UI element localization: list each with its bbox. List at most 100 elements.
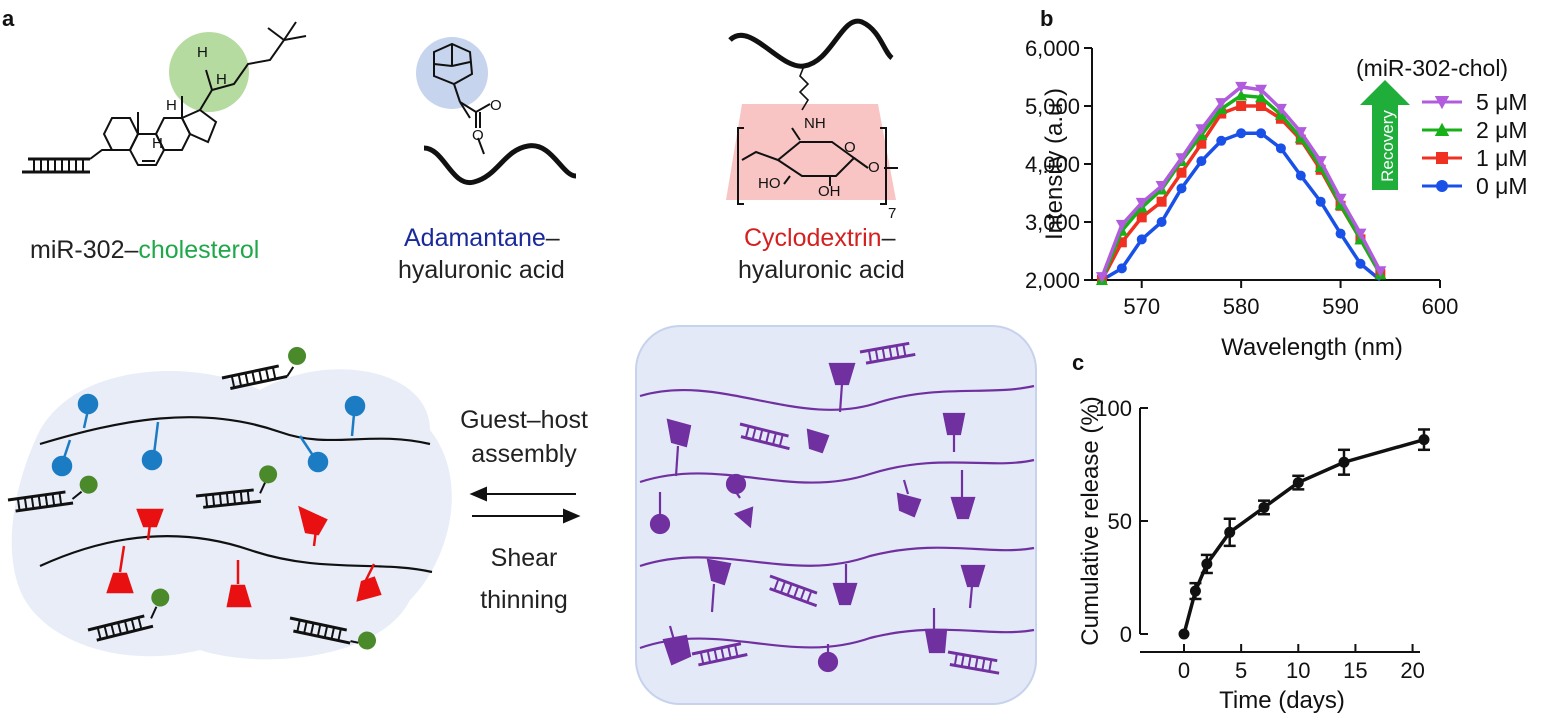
ha-chain-icon-2: [728, 18, 894, 69]
chart-b-point: [1256, 101, 1267, 111]
chart-c-ylabel: Cumulative release (%): [1077, 396, 1104, 645]
chart-c-xtick-label: 10: [1286, 658, 1310, 683]
chart-b-point: [1135, 197, 1148, 209]
mirna-duplex-icon: [859, 341, 916, 365]
chart-b-series-line: [1100, 85, 1382, 278]
chart-b-point: [1355, 258, 1366, 269]
chart-b-point: [1156, 217, 1167, 227]
chart-b-annotation: Recovery: [1378, 110, 1397, 182]
chart-b-point: [1156, 196, 1167, 207]
chart-b-point: [1334, 193, 1347, 205]
chem-h-2: H: [216, 71, 227, 88]
chem-h-3: H: [166, 97, 177, 114]
chart-b-point: [1215, 98, 1228, 110]
chart-b-xtick-label: 590: [1322, 294, 1359, 319]
cyclodextrin-structure: [726, 18, 898, 205]
panel-letter-a: a: [2, 6, 15, 31]
chem-ho: HO: [758, 175, 781, 192]
chart-b-ytick-label: 6,000: [1025, 36, 1080, 61]
chart-b-point: [1335, 228, 1346, 239]
gel-chain: [639, 628, 1035, 650]
free-components-scene: [7, 346, 452, 660]
chart-c-xtick-label: 5: [1235, 658, 1247, 683]
mirna-duplex-icon: [769, 574, 818, 608]
chart-b-ytick-label: 4,000: [1025, 152, 1080, 177]
free-mirna-group: [7, 346, 377, 650]
cyclodextrin-label-line1: Cyclodextrin–: [744, 224, 896, 252]
mirna-duplex-icon: [221, 346, 307, 390]
chart-b-point: [1116, 263, 1127, 274]
panel-letter-b: b: [1040, 6, 1053, 31]
chart-b-series-line: [1100, 93, 1382, 281]
chart-b-point: [1235, 89, 1248, 101]
adamantane-structure: [416, 37, 577, 185]
mirna-duplex-icon: [739, 422, 790, 451]
adamantane-label-line1: Adamantane–: [404, 224, 560, 252]
chart-b-ytick-label: 2,000: [1025, 268, 1080, 293]
adamantane-icon: [344, 395, 366, 417]
gel-mirna-group: [691, 341, 1000, 675]
chart-b-legend-marker: [1436, 152, 1448, 164]
chem-oh: OH: [818, 183, 841, 200]
mirna-duplex-icon: [947, 650, 1000, 675]
chart-b-point: [1195, 124, 1208, 136]
chart-c-point: [1258, 501, 1270, 513]
mirna-duplex-icon: [289, 616, 377, 650]
cyclodextrin-icon: [356, 576, 382, 602]
mirna-duplex-icon: [87, 588, 170, 642]
cholesterol-structure: [22, 21, 307, 174]
gel-chain: [639, 546, 1035, 568]
chart-b-legend-label: 5 μM: [1476, 89, 1528, 115]
chart-b-point: [1295, 170, 1306, 181]
arrow-label-top-2: assembly: [471, 440, 577, 468]
adamantane-groups: [51, 393, 366, 477]
arrow-label-top-1: Guest–host: [460, 406, 588, 434]
cyclodextrin-icon: [298, 505, 328, 536]
chart-b-legend-label: 0 μM: [1476, 173, 1528, 199]
chart-b-point: [1255, 84, 1268, 96]
chart-c-point: [1224, 526, 1236, 538]
chart-b-point: [1235, 81, 1248, 93]
chart-b-point: [1115, 219, 1128, 231]
chart-c-xlabel: Time (days): [1219, 687, 1345, 714]
cyclodextrin-highlight: [726, 104, 896, 200]
chart-c-xtick-label: 20: [1400, 658, 1424, 683]
chart-b-point: [1196, 138, 1207, 149]
cyclodextrin-groups: [106, 505, 382, 608]
adamantane-icon: [77, 393, 99, 415]
chart-b-point: [1176, 167, 1187, 178]
chart-c-xtick-label: 0: [1178, 658, 1190, 683]
chart-b-ylabel: Intensity (a.u.): [1041, 88, 1068, 240]
chart-b-point: [1175, 153, 1188, 165]
chart-b-point: [1274, 103, 1287, 115]
mirna-duplex-icon: [691, 642, 748, 667]
cyclodextrin-icon: [136, 508, 164, 528]
arrow-label-bottom-1: Shear: [491, 544, 558, 572]
adamantane-icon: [141, 449, 163, 471]
ha-chain-upper: [39, 416, 431, 446]
chart-b-legend-label: 2 μM: [1476, 117, 1528, 143]
chem-h-4: H: [152, 135, 163, 152]
gel-crosslinks: [649, 362, 986, 673]
panel-letter-c: c: [1072, 350, 1084, 375]
rna-duplex-icon: [22, 157, 90, 174]
cyclodextrin-icon: [106, 572, 134, 594]
chart-c-point: [1338, 456, 1350, 468]
chart-b-series-2μM: [1095, 89, 1387, 285]
chart-b-point: [1315, 196, 1326, 207]
chart-c-ytick-label: 0: [1120, 622, 1132, 647]
chem-o-ring: O: [844, 139, 856, 156]
chart-b-point: [1236, 101, 1247, 111]
chart-b-xtick-label: 570: [1123, 294, 1160, 319]
chart-c-ytick-label: 100: [1095, 396, 1132, 421]
adamantane-icon: [51, 455, 73, 477]
chart-b-point: [1095, 272, 1108, 284]
chart-b-series-0μM: [1101, 128, 1382, 282]
mirna-duplex-icon: [7, 475, 98, 513]
chart-c-point: [1292, 477, 1304, 489]
hydrogel-scene: [635, 325, 1037, 705]
cholesterol-label: miR-302–cholesterol: [30, 236, 259, 264]
chart-c-point: [1178, 628, 1190, 640]
chart-b-point: [1354, 228, 1367, 240]
